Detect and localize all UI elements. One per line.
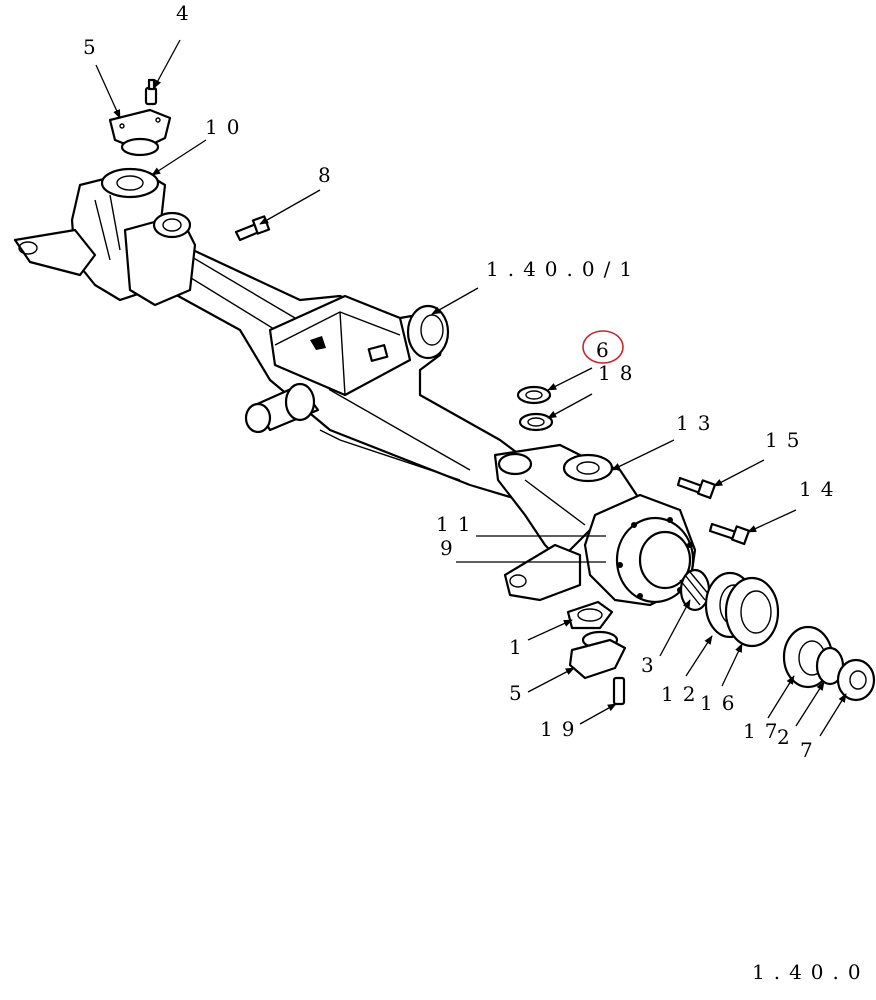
bolt-19: [612, 676, 626, 706]
callout-ref: 1.40.0/1: [486, 257, 641, 281]
callout-16: 16: [700, 691, 743, 715]
wheel-hub: [583, 493, 697, 607]
callout-14: 14: [799, 477, 842, 501]
bolt-15: [676, 476, 717, 500]
callout-6: 6: [596, 338, 618, 362]
bolt-8: [234, 215, 271, 242]
callout-3: 3: [641, 653, 663, 677]
callout-17: 17: [743, 719, 786, 743]
callout-5-top: 5: [83, 35, 105, 59]
callout-8: 8: [318, 163, 340, 187]
callout-2: 2: [777, 725, 799, 749]
seal-6: [516, 385, 552, 405]
callout-1: 1: [509, 635, 531, 659]
ring-1: [566, 600, 614, 630]
nut-7: [836, 658, 876, 702]
callout-4: 4: [176, 1, 198, 25]
left-knuckle: [13, 167, 197, 307]
beam-output-flange: [406, 304, 450, 360]
grease-nipple: [144, 78, 158, 106]
callout-15: 15: [765, 428, 808, 452]
callout-7: 7: [800, 738, 822, 762]
callout-11: 11: [436, 512, 479, 536]
pinion-stub: [244, 382, 320, 434]
bearing-16: [724, 576, 780, 648]
callout-18: 18: [598, 361, 641, 385]
callout-19: 19: [540, 717, 583, 741]
bolt-14: [708, 522, 751, 546]
callout-9: 9: [440, 536, 462, 560]
bottom-kingpin-cap: [568, 630, 627, 680]
top-kingpin-cap: [108, 108, 172, 157]
callout-13: 13: [676, 411, 719, 435]
highlight-circle: [582, 330, 624, 364]
callout-12: 12: [661, 682, 704, 706]
seal-18: [518, 412, 554, 432]
callout-5-bottom: 5: [509, 681, 531, 705]
footer-page-ref: 1.40.0: [752, 960, 870, 984]
leader-lines: [95, 39, 847, 737]
axle-beam: [138, 228, 542, 502]
callout-10: 10: [205, 115, 248, 139]
callout-labels: 4 5 10 8 1.40.0/1 6 18 13 15 14 11 9 1 3…: [83, 1, 842, 762]
